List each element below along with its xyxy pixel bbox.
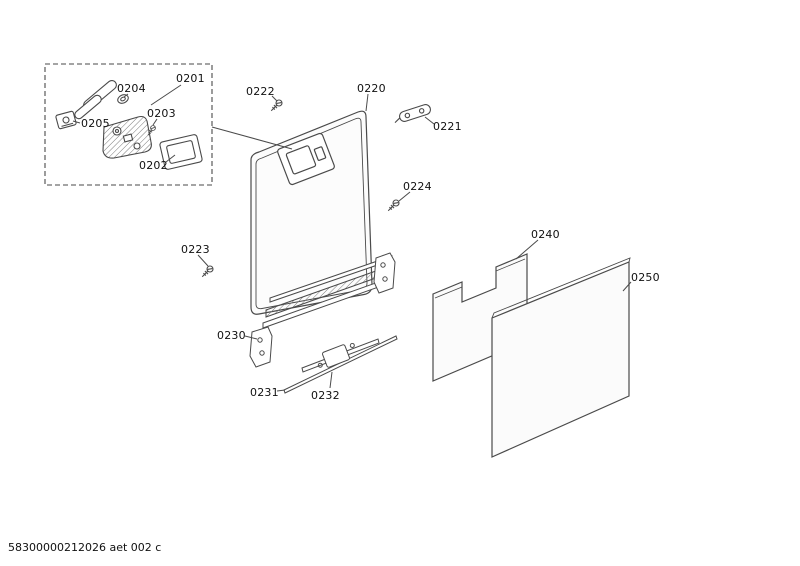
part-label-0202: 0202	[139, 159, 168, 172]
leader-0222	[271, 95, 278, 102]
leader-0223	[197, 254, 209, 267]
module-0205	[55, 110, 77, 130]
leader-0230	[244, 335, 258, 340]
part-label-0232: 0232	[311, 389, 340, 402]
leader-0250	[622, 281, 632, 292]
leader-0240	[515, 239, 539, 260]
part-label-0221: 0221	[433, 120, 462, 133]
hinge-0221	[394, 104, 432, 124]
leader-0202	[165, 154, 176, 163]
leader-lines	[72, 84, 632, 392]
part-label-0204: 0204	[117, 82, 146, 95]
part-label-0231: 0231	[250, 386, 279, 399]
outer-door-panel-0250	[491, 257, 631, 458]
grommet-0204	[117, 94, 129, 104]
leader-0204	[123, 93, 129, 98]
rail-0231	[283, 335, 398, 394]
leader-0232	[329, 371, 333, 389]
part-label-0230: 0230	[217, 329, 246, 342]
leader-0201	[150, 84, 182, 106]
leader-0224	[398, 191, 411, 202]
dispenser-handle	[74, 79, 117, 120]
leader-0231	[276, 389, 286, 392]
inset-connector-line	[211, 126, 293, 150]
part-label-0203: 0203	[147, 107, 176, 120]
frame-0202	[159, 134, 203, 170]
bottom-rail-assembly-0230	[249, 252, 396, 368]
part-label-0223: 0223	[181, 243, 210, 256]
leader-0221	[424, 116, 435, 125]
document-number: 58300000212026 aet 002 c	[8, 541, 162, 554]
part-label-0222: 0222	[246, 85, 275, 98]
inset-detail-box	[44, 63, 213, 186]
leader-0220	[365, 93, 369, 112]
screw-0223	[199, 264, 215, 280]
leader-0203	[152, 118, 158, 126]
detergent-dispenser	[277, 132, 335, 186]
rail-bracket-right	[373, 252, 396, 294]
screw-0222	[268, 98, 284, 114]
rail-bracket-left	[249, 326, 273, 368]
screw-0224	[385, 198, 401, 214]
inset-dashed-border	[44, 63, 213, 186]
leader-0205	[72, 120, 81, 124]
part-label-0240: 0240	[531, 228, 560, 241]
part-label-0205: 0205	[81, 117, 110, 130]
part-label-0224: 0224	[403, 180, 432, 193]
dispenser-mechanism	[102, 115, 152, 159]
part-label-0201: 0201	[176, 72, 205, 85]
part-label-0250: 0250	[631, 271, 660, 284]
part-label-0220: 0220	[357, 82, 386, 95]
bracket-0232	[301, 338, 380, 373]
